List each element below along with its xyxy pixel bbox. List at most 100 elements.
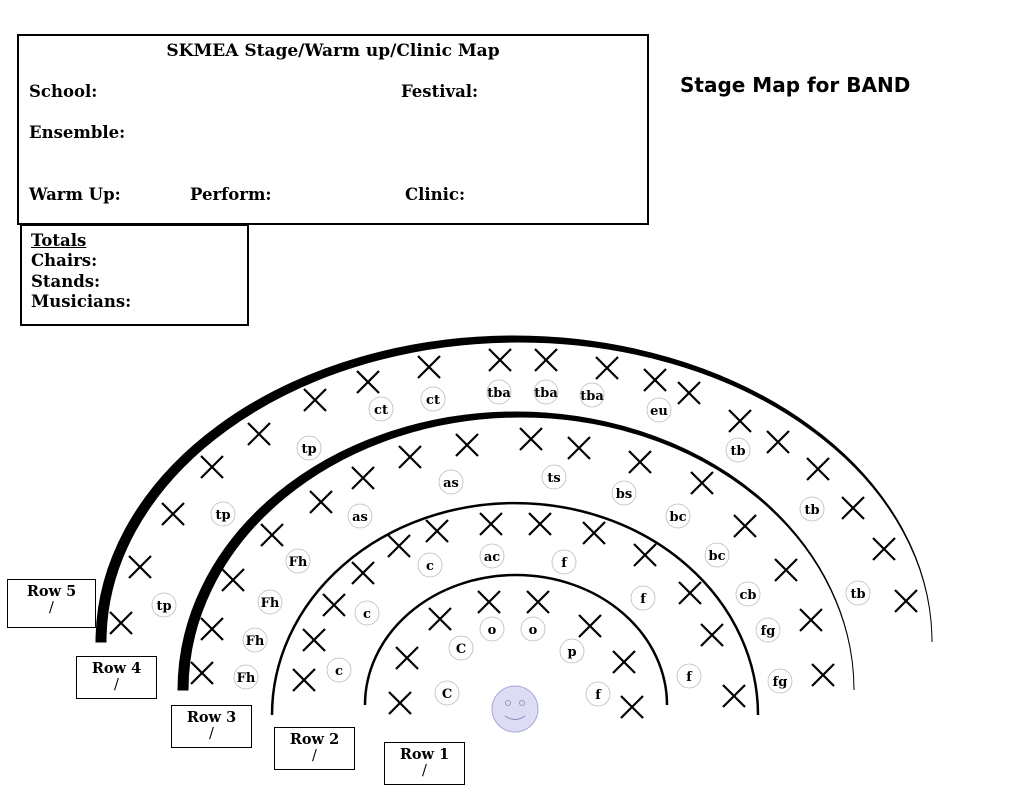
instrument-circle	[767, 668, 793, 694]
x-mark-icon	[488, 348, 512, 372]
instrument-circle	[448, 635, 474, 661]
x-mark-icon	[260, 523, 284, 547]
x-mark-icon	[398, 445, 422, 469]
x-mark-icon	[528, 512, 552, 536]
instrument-marker: o	[479, 616, 505, 642]
instrument-label: Fh	[246, 634, 265, 649]
instrument-marker: ct	[420, 386, 446, 412]
instrument-marker: tp	[296, 435, 322, 461]
instrument-label: c	[426, 559, 434, 574]
x-mark-icon	[567, 436, 591, 460]
x-mark-icon	[534, 348, 558, 372]
x-mark-icon	[774, 558, 798, 582]
instrument-label: tp	[301, 442, 316, 457]
x-mark-icon	[643, 368, 667, 392]
ensemble-label: Ensemble:	[29, 123, 126, 142]
x-mark-icon	[388, 691, 412, 715]
instrument-label: f	[686, 670, 693, 685]
instrument-circle	[611, 480, 637, 506]
x-mark-icon	[322, 593, 346, 617]
x-mark-icon	[894, 589, 918, 613]
instrument-circle	[725, 437, 751, 463]
header-box: SKMEA Stage/Warm up/Clinic Map School: F…	[17, 34, 649, 225]
x-mark-icon	[200, 617, 224, 641]
instrument-circle	[646, 397, 672, 423]
instrument-marker: Fh	[233, 664, 259, 690]
instrument-marker: tb	[845, 580, 871, 606]
instrument-circle	[799, 496, 825, 522]
instrument-marker: f	[551, 549, 577, 575]
instrument-label: tba	[580, 389, 604, 404]
instrument-circle	[665, 503, 691, 529]
musicians-label: Musicians:	[31, 292, 132, 311]
instrument-label: ac	[484, 550, 500, 565]
x-mark-icon	[766, 430, 790, 454]
conductor	[491, 685, 539, 733]
x-mark-icon	[247, 422, 271, 446]
instrument-label: tba	[534, 386, 558, 401]
x-mark-icon	[700, 623, 724, 647]
x-mark-icon	[628, 450, 652, 474]
x-mark-icon	[128, 555, 152, 579]
row-2-arc	[363, 573, 669, 706]
instrument-marker: tb	[725, 437, 751, 463]
x-mark-icon	[722, 684, 746, 708]
row-4-arc	[177, 411, 855, 691]
instrument-label: f	[561, 556, 568, 571]
instrument-marker: tb	[799, 496, 825, 522]
instrument-label: tb	[850, 587, 865, 602]
instrument-label: Fh	[289, 555, 308, 570]
instrument-marker: tp	[151, 592, 177, 618]
instrument-marker: tba	[533, 379, 559, 405]
x-mark-icon	[733, 514, 757, 538]
x-mark-icon	[356, 370, 380, 394]
x-mark-icon	[728, 409, 752, 433]
x-mark-icon	[477, 590, 501, 614]
x-mark-icon	[677, 381, 701, 405]
instrument-marker: c	[354, 600, 380, 626]
x-mark-icon	[302, 628, 326, 652]
instrument-label: bc	[669, 510, 686, 525]
instrument-circle	[296, 435, 322, 461]
row-5-arc	[95, 335, 933, 643]
row-4-label: Row 4/	[76, 656, 157, 699]
instrument-label: o	[529, 623, 538, 638]
instrument-marker: cb	[735, 581, 761, 607]
x-mark-icon	[351, 561, 375, 585]
festival-label: Festival:	[401, 82, 479, 101]
instrument-marker: ts	[541, 464, 567, 490]
instrument-marker: tp	[210, 501, 236, 527]
instrument-circle	[326, 657, 352, 683]
instrument-marker: as	[438, 469, 464, 495]
instrument-circle	[368, 396, 394, 422]
instrument-circle	[210, 501, 236, 527]
instrument-label: tp	[215, 508, 230, 523]
instrument-label: tb	[730, 444, 745, 459]
row-arcs	[95, 335, 933, 716]
instrument-marker: ct	[368, 396, 394, 422]
instrument-marker: ac	[479, 543, 505, 569]
clinic-label: Clinic:	[405, 185, 466, 204]
x-mark-icon	[582, 521, 606, 545]
x-mark-icon	[595, 356, 619, 380]
row-2-label: Row 2/	[274, 727, 355, 770]
instrument-marker: eu	[646, 397, 672, 423]
instrument-marker: as	[347, 503, 373, 529]
instrument-marker: bs	[611, 480, 637, 506]
x-mark-icon	[190, 661, 214, 685]
instrument-marker: tba	[579, 382, 605, 408]
instrument-circle	[151, 592, 177, 618]
x-mark-icon	[872, 537, 896, 561]
instrument-label: eu	[650, 404, 668, 419]
instrument-marker: Fh	[285, 548, 311, 574]
instrument-marker: Fh	[242, 627, 268, 653]
stands-label: Stands:	[31, 272, 101, 291]
x-mark-icon	[526, 590, 550, 614]
instrument-marker: Fh	[257, 589, 283, 615]
x-mark-icon	[387, 534, 411, 558]
x-mark-icon	[620, 695, 644, 719]
instrument-circle	[520, 616, 546, 642]
instrument-circle	[559, 638, 585, 664]
instrument-circle	[676, 663, 702, 689]
